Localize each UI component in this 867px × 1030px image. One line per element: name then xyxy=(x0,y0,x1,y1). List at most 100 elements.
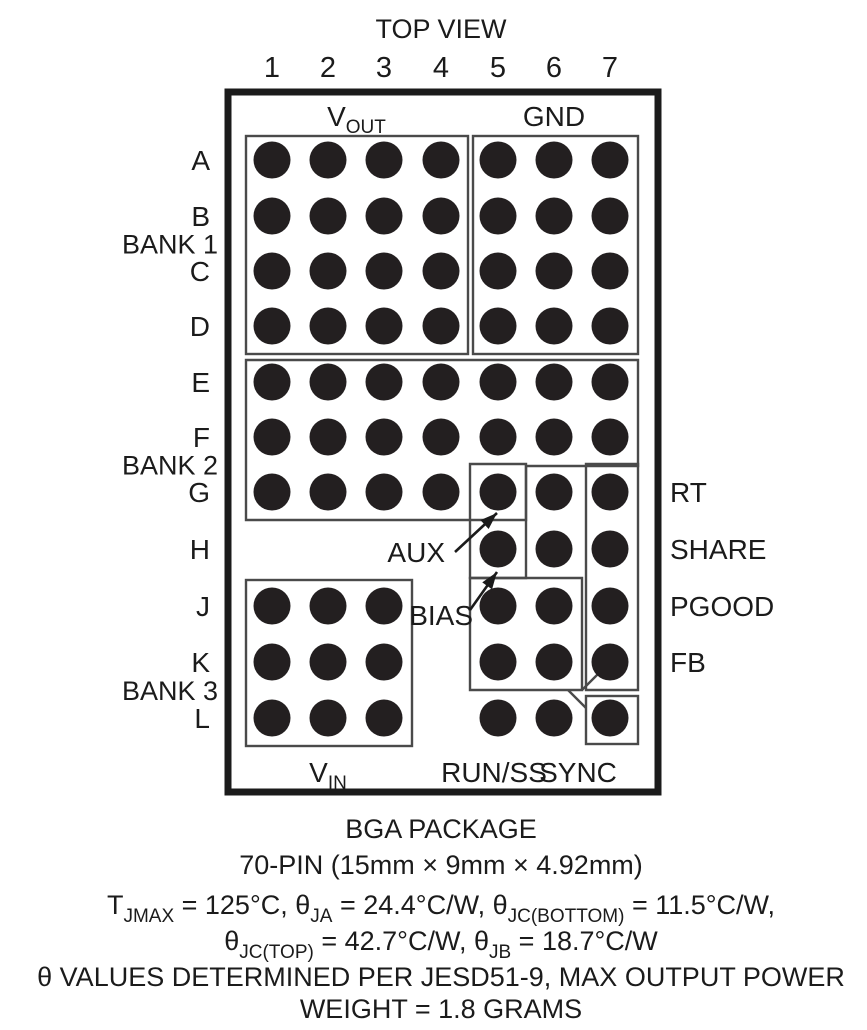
ball-C6[interactable] xyxy=(535,252,573,290)
ball-L3[interactable] xyxy=(365,699,403,737)
ball-B4[interactable] xyxy=(422,197,460,235)
footer-line-package: BGA PACKAGE xyxy=(345,814,537,844)
ball-L1[interactable] xyxy=(253,699,291,737)
row-label-E: E xyxy=(191,367,210,398)
ball-L2[interactable] xyxy=(309,699,347,737)
group-box-gnd xyxy=(471,134,640,356)
ball-D7[interactable] xyxy=(591,307,629,345)
ball-C4[interactable] xyxy=(422,252,460,290)
net-label-gnd: GND xyxy=(523,101,585,132)
footer-line-thermal-1: TJMAX = 125°C, θJA = 24.4°C/W, θJC(BOTTO… xyxy=(107,890,775,927)
ball-L5[interactable] xyxy=(479,699,517,737)
net-label-share: SHARE xyxy=(670,534,766,565)
ball-G3[interactable] xyxy=(365,473,403,511)
row-label-K: K xyxy=(191,647,210,678)
ball-K3[interactable] xyxy=(365,643,403,681)
ball-F5[interactable] xyxy=(479,418,517,456)
group-box-l7 xyxy=(584,694,640,746)
column-number-4: 4 xyxy=(433,52,449,84)
ball-E2[interactable] xyxy=(309,363,347,401)
ball-A1[interactable] xyxy=(253,141,291,179)
row-label-L: L xyxy=(194,703,210,734)
ball-J1[interactable] xyxy=(253,587,291,625)
ball-H6[interactable] xyxy=(535,530,573,568)
ball-E5[interactable] xyxy=(479,363,517,401)
ball-B3[interactable] xyxy=(365,197,403,235)
ball-F6[interactable] xyxy=(535,418,573,456)
ball-C2[interactable] xyxy=(309,252,347,290)
ball-E1[interactable] xyxy=(253,363,291,401)
ball-F7[interactable] xyxy=(591,418,629,456)
net-label-run-ss: RUN/SS xyxy=(441,757,547,788)
ball-A4[interactable] xyxy=(422,141,460,179)
ball-A6[interactable] xyxy=(535,141,573,179)
net-label-rt: RT xyxy=(670,477,707,508)
callout-aux-arrowhead xyxy=(480,513,497,529)
ball-C3[interactable] xyxy=(365,252,403,290)
ball-J5[interactable] xyxy=(479,587,517,625)
net-label-fb: FB xyxy=(670,647,706,678)
ball-B5[interactable] xyxy=(479,197,517,235)
ball-B1[interactable] xyxy=(253,197,291,235)
ball-E7[interactable] xyxy=(591,363,629,401)
ball-F1[interactable] xyxy=(253,418,291,456)
ball-G7[interactable] xyxy=(591,473,629,511)
ball-J3[interactable] xyxy=(365,587,403,625)
ball-F2[interactable] xyxy=(309,418,347,456)
ball-A5[interactable] xyxy=(479,141,517,179)
ball-B7[interactable] xyxy=(591,197,629,235)
ball-G4[interactable] xyxy=(422,473,460,511)
ball-K2[interactable] xyxy=(309,643,347,681)
bank-label-bank-1: BANK 1 xyxy=(122,230,218,260)
ball-G5[interactable] xyxy=(479,473,517,511)
ball-C5[interactable] xyxy=(479,252,517,290)
ball-K6[interactable] xyxy=(535,643,573,681)
ball-D5[interactable] xyxy=(479,307,517,345)
ball-H5[interactable] xyxy=(479,530,517,568)
ball-A2[interactable] xyxy=(309,141,347,179)
ball-C1[interactable] xyxy=(253,252,291,290)
ball-H7[interactable] xyxy=(591,530,629,568)
ball-E4[interactable] xyxy=(422,363,460,401)
ball-E6[interactable] xyxy=(535,363,573,401)
row-label-D: D xyxy=(190,311,210,342)
ball-G6[interactable] xyxy=(535,473,573,511)
ball-C7[interactable] xyxy=(591,252,629,290)
row-label-B: B xyxy=(191,201,210,232)
ball-D6[interactable] xyxy=(535,307,573,345)
ball-B6[interactable] xyxy=(535,197,573,235)
top-view-title: TOP VIEW xyxy=(375,14,507,44)
ball-J6[interactable] xyxy=(535,587,573,625)
column-number-7: 7 xyxy=(602,52,618,84)
ball-J2[interactable] xyxy=(309,587,347,625)
row-label-F: F xyxy=(193,422,210,453)
row-label-H: H xyxy=(190,534,210,565)
ball-B2[interactable] xyxy=(309,197,347,235)
ball-K1[interactable] xyxy=(253,643,291,681)
row-label-G: G xyxy=(188,477,210,508)
footer-line-theta-note: θ VALUES DETERMINED PER JESD51-9, MAX OU… xyxy=(37,962,845,992)
ball-A7[interactable] xyxy=(591,141,629,179)
ball-L6[interactable] xyxy=(535,699,573,737)
ball-D4[interactable] xyxy=(422,307,460,345)
callout-bias-arrowhead xyxy=(482,572,497,590)
footer-line-thermal-2: θJC(TOP) = 42.7°C/W, θJB = 18.7°C/W xyxy=(224,926,658,963)
ball-K5[interactable] xyxy=(479,643,517,681)
bank-label-bank-2: BANK 2 xyxy=(122,451,218,481)
callout-label-aux: AUX xyxy=(387,537,445,568)
ball-E3[interactable] xyxy=(365,363,403,401)
ball-D3[interactable] xyxy=(365,307,403,345)
ball-D2[interactable] xyxy=(309,307,347,345)
ball-G2[interactable] xyxy=(309,473,347,511)
ball-G1[interactable] xyxy=(253,473,291,511)
ball-L7[interactable] xyxy=(591,699,629,737)
row-label-J: J xyxy=(196,591,210,622)
ball-K7[interactable] xyxy=(591,643,629,681)
column-number-3: 3 xyxy=(376,52,392,84)
ball-F4[interactable] xyxy=(422,418,460,456)
ball-D1[interactable] xyxy=(253,307,291,345)
ball-F3[interactable] xyxy=(365,418,403,456)
ball-J7[interactable] xyxy=(591,587,629,625)
ball-A3[interactable] xyxy=(365,141,403,179)
